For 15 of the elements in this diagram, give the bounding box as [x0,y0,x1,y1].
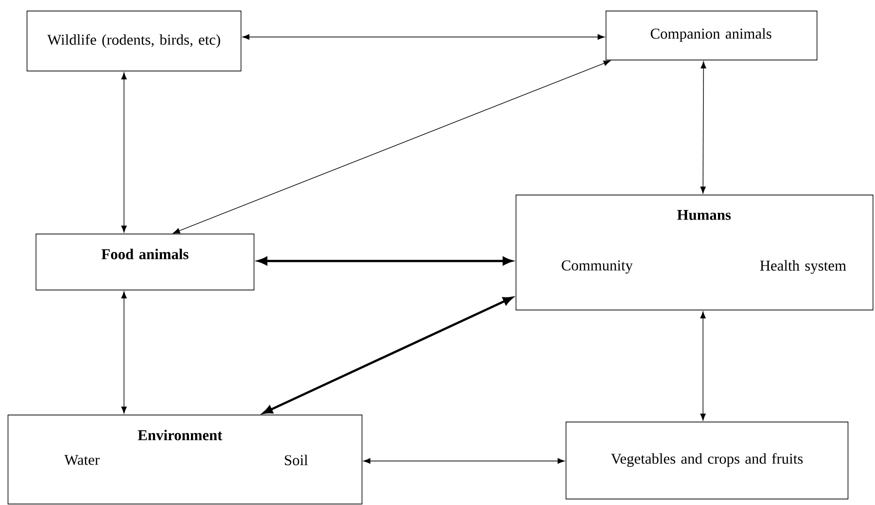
box: Wildlife (rodents, birds, etc) [26,10,242,72]
arrow [173,60,611,234]
arrow [121,291,127,414]
box: Humans Community Health system [516,194,874,310]
box: Companion animals [606,10,818,60]
arrow [242,34,605,40]
box: Food animals [36,234,254,290]
arrow [258,256,512,266]
arrow [262,296,513,414]
arrow [363,458,565,464]
box: Environment Water Soil [8,414,362,504]
arrow [121,72,127,233]
arrow [700,61,706,194]
arrow [700,311,706,421]
box: Vegetables and crops and fruits [566,422,848,500]
